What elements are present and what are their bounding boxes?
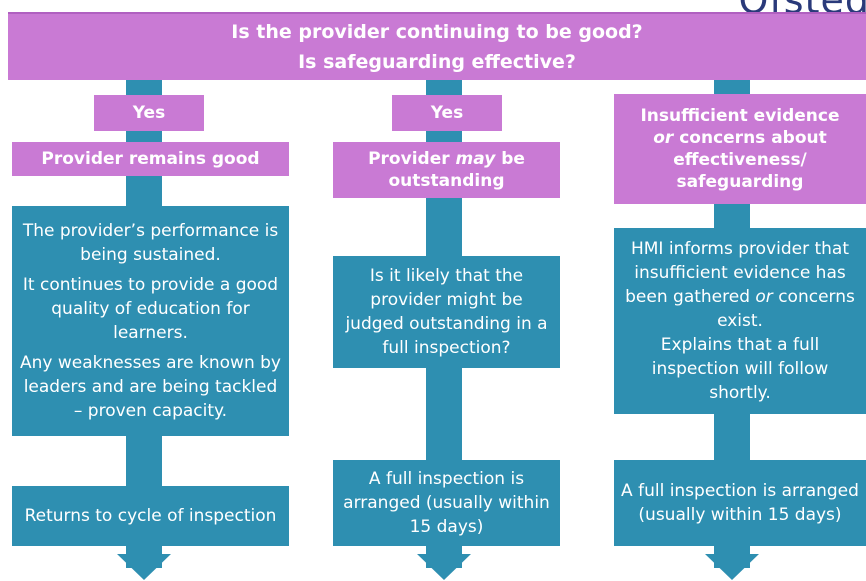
- col2-outcome-post: be outstanding: [388, 149, 525, 191]
- col2-detail-box: Is it likely that the provider might be …: [333, 256, 560, 368]
- col2-outcome-em: may: [455, 149, 496, 169]
- col3-detail-post: concerns exist.: [717, 287, 855, 331]
- header-line-1: Is the provider continuing to be good?: [231, 21, 643, 43]
- col1-outcome-box: Provider remains good: [12, 142, 289, 176]
- col3-detail-2: Explains that a full inspection will fol…: [651, 335, 829, 403]
- col3-down-arrow: [705, 554, 759, 580]
- col3-outcome-em: or: [653, 128, 674, 148]
- col3-detail-1: HMI informs provider that insufficient e…: [620, 237, 860, 333]
- col2-detail: Is it likely that the provider might be …: [345, 266, 548, 358]
- col3-detail-em: or: [755, 287, 773, 307]
- col1-next-label: Returns to cycle of inspection: [24, 506, 277, 526]
- col1-down-arrow: [117, 554, 171, 580]
- col3-next-label: A full inspection is arranged (usually w…: [621, 481, 859, 525]
- col1-detail-box: The provider’s performance is being sust…: [12, 206, 289, 436]
- col1-detail-1: The provider’s performance is being sust…: [22, 221, 279, 265]
- col2-outcome-box: Provider may be outstanding: [333, 142, 560, 198]
- col1-detail-2: It continues to provide a good quality o…: [22, 275, 279, 343]
- col3-detail-box: HMI informs provider that insufficient e…: [614, 228, 866, 414]
- col3-detail-pre: HMI informs provider that insufficient e…: [625, 239, 850, 307]
- col2-yes-label: Yes: [430, 103, 464, 123]
- col1-outcome-label: Provider remains good: [41, 149, 260, 169]
- col2-down-arrow: [417, 554, 471, 580]
- question-header: Is the provider continuing to be good? I…: [8, 12, 866, 80]
- col1-detail-3: Any weaknesses are known by leaders and …: [19, 353, 281, 421]
- col2-next-box: A full inspection is arranged (usually w…: [333, 460, 560, 546]
- col3-outcome-line1: Insufficient evidence: [640, 106, 840, 126]
- col2-outcome-pre: Provider: [368, 149, 456, 169]
- col1-next-box: Returns to cycle of inspection: [12, 486, 289, 546]
- col2-next-label: A full inspection is arranged (usually w…: [343, 469, 550, 537]
- col2-outcome-label: Provider may be outstanding: [339, 148, 554, 192]
- col2-yes-box: Yes: [392, 95, 502, 131]
- col1-yes-box: Yes: [94, 95, 204, 131]
- col3-next-box: A full inspection is arranged (usually w…: [614, 460, 866, 546]
- header-line-2: Is safeguarding effective?: [298, 51, 576, 73]
- col1-yes-label: Yes: [132, 103, 166, 123]
- col3-outcome-line2: concerns about effectiveness/ safeguardi…: [673, 128, 827, 192]
